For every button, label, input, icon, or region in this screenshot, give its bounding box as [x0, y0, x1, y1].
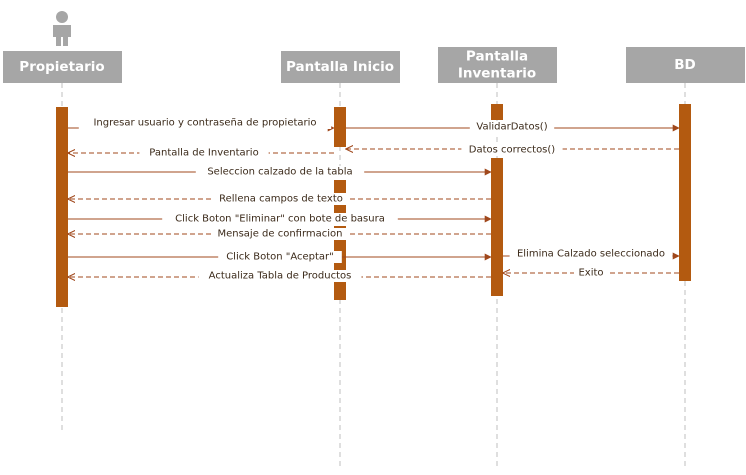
activation-bar-pantalla-inventario: [491, 158, 503, 296]
sync-message: Click Boton "Eliminar" con bote de basur…: [68, 213, 492, 225]
sync-message: Ingresar usuario y contraseña de propiet…: [68, 117, 335, 132]
message-label: Datos correctos(): [469, 145, 556, 156]
sync-message: ValidarDatos(): [346, 121, 680, 133]
activation-bar-pantalla-inventario: [491, 104, 503, 120]
message-label-bg: [195, 166, 365, 178]
message-label-bg: [139, 147, 269, 159]
message-label: Rellena campos de texto: [219, 194, 343, 205]
message-label-bg: [469, 121, 555, 133]
message-label: ValidarDatos(): [476, 122, 547, 133]
participant-box-pantalla-inventario: [438, 47, 557, 83]
participant-box-bd: [626, 47, 745, 83]
participant-label-bd: BD: [674, 57, 696, 73]
message-label-bg: [218, 251, 342, 263]
participant-label-pantalla-inventario: Pantalla: [466, 49, 528, 65]
return-message: Datos correctos(): [346, 144, 679, 156]
sync-message: Elimina Calzado seleccionado: [503, 248, 680, 260]
message-label-bg: [509, 248, 673, 260]
message-label: Pantalla de Inventario: [149, 148, 258, 159]
return-message: Exito: [503, 267, 679, 279]
message-label-bg: [162, 213, 398, 225]
return-message: Pantalla de Inventario: [68, 147, 334, 159]
participant-label-pantalla-inicio: Pantalla Inicio: [286, 59, 394, 75]
participant-label-pantalla-inventario: Inventario: [458, 66, 536, 82]
participant-box-propietario: [3, 51, 122, 83]
activation-bar-propietario: [56, 107, 68, 307]
participant-box-pantalla-inicio: [281, 51, 400, 83]
message-label: Mensaje de confirmacion: [217, 229, 342, 240]
message-label-bg: [212, 228, 348, 240]
activation-bar-pantalla-inicio: [334, 107, 346, 147]
return-message: Mensaje de confirmacion: [68, 228, 491, 240]
message-label: Click Boton "Aceptar": [226, 252, 334, 263]
return-message: Actualiza Tabla de Productos: [68, 270, 491, 282]
message-label: Elimina Calzado seleccionado: [517, 249, 665, 260]
message-label-bg: [78, 117, 332, 129]
message-label-bg: [198, 270, 362, 282]
message-label: Seleccion calzado de la tabla: [207, 167, 352, 178]
message-label: Ingresar usuario y contraseña de propiet…: [93, 118, 316, 129]
message-label-bg: [574, 267, 608, 279]
message-label: Click Boton "Eliminar" con bote de basur…: [175, 214, 385, 225]
message-label: Actualiza Tabla de Productos: [209, 271, 352, 282]
person-icon: [53, 11, 71, 46]
sync-message: Seleccion calzado de la tabla: [68, 166, 492, 178]
sync-message: Click Boton "Aceptar": [68, 251, 492, 263]
participant-label-propietario: Propietario: [19, 59, 104, 75]
message-label-bg: [461, 144, 563, 156]
message-label: Exito: [578, 268, 603, 279]
activation-bar-bd: [679, 104, 691, 281]
message-label-bg: [213, 193, 349, 205]
return-message: Rellena campos de texto: [68, 193, 491, 205]
